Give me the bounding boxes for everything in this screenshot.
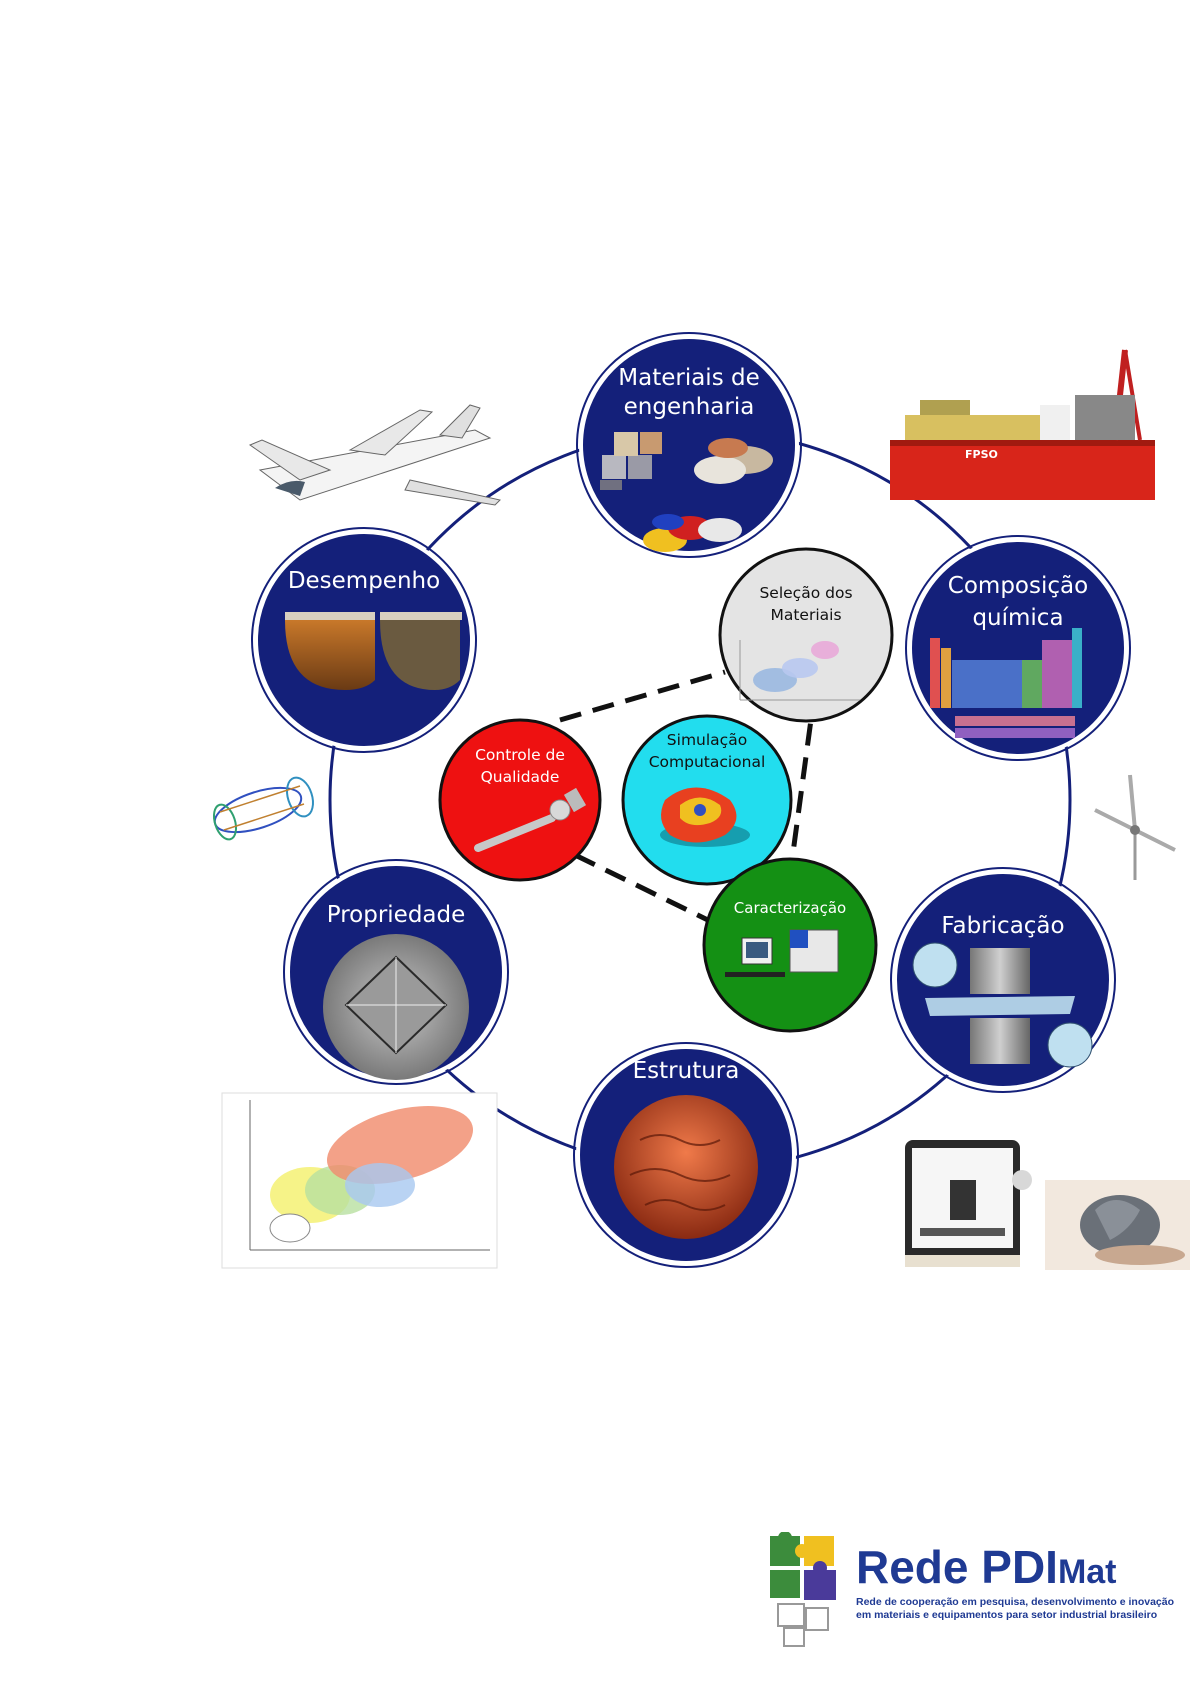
inner-controle-qualidade[interactable]: Controle de Qualidade <box>438 718 602 882</box>
dashed-triangle <box>559 669 818 928</box>
inner-selecao-materiais[interactable]: Seleção dos Materiais <box>718 547 894 723</box>
node-desempenho[interactable]: Desempenho <box>251 527 477 753</box>
business-jet-icon <box>248 404 501 506</box>
node-estrutura-label: Estrutura <box>633 1058 740 1084</box>
metal-cubes-icon <box>600 432 662 490</box>
node-composicao-line1: Composição <box>948 573 1088 599</box>
logo-title: Rede PDIMat <box>856 1540 1117 1594</box>
node-fabricacao[interactable]: Fabricação <box>890 867 1116 1093</box>
inner-controle-line2: Qualidade <box>481 768 560 786</box>
inner-simulacao-line1: Simulação <box>667 731 747 749</box>
wind-turbine-icon <box>1094 774 1176 880</box>
spectrometer-icon <box>725 929 839 977</box>
powder-piles-icon <box>694 438 773 484</box>
logo-tagline: Rede de cooperação em pesquisa, desenvol… <box>856 1596 1174 1622</box>
node-propriedade-label: Propriedade <box>327 902 466 928</box>
ashby-chart-thumbnail-large <box>221 1092 498 1269</box>
carbon-nanotube-icon <box>212 776 314 841</box>
inner-caracterizacao-label: Caracterização <box>734 899 846 917</box>
inner-selecao-line2: Materiais <box>770 606 841 624</box>
logo-title-text: Rede PDI <box>856 1541 1058 1593</box>
node-materiais-line2: engenharia <box>624 394 755 420</box>
printed-impeller-icon <box>1045 1180 1190 1270</box>
fea-model-icon <box>660 787 750 847</box>
inner-caracterizacao[interactable]: Caracterização <box>702 857 878 1033</box>
rede-pdimat-logo: Rede PDIMat Rede de cooperação em pesqui… <box>760 1532 1190 1652</box>
inner-selecao-line1: Seleção dos <box>759 584 852 602</box>
inner-simulacao-line2: Computacional <box>649 753 766 771</box>
inner-simulacao-computacional[interactable]: Simulação Computacional <box>621 714 793 886</box>
corroded-pipe-icon <box>285 612 462 690</box>
fpso-ship-icon: FPSO <box>890 349 1155 500</box>
dendrite-micrograph-icon <box>614 1095 758 1239</box>
node-propriedade[interactable]: Propriedade <box>283 859 509 1085</box>
logo-title-sub: Mat <box>1057 1553 1117 1591</box>
node-composicao-line2: química <box>972 605 1063 631</box>
ashby-chart-thumbnail <box>739 640 860 701</box>
node-desempenho-label: Desempenho <box>288 568 440 594</box>
node-estrutura[interactable]: Estrutura <box>573 1042 799 1268</box>
node-materiais-line1: Materiais de <box>618 365 759 391</box>
hip-implant-icon <box>474 787 587 852</box>
ship-label: FPSO <box>965 448 998 461</box>
logo-tagline-line2: em materiais e equipamentos para setor i… <box>856 1609 1158 1621</box>
node-fabricacao-label: Fabricação <box>941 913 1064 939</box>
3d-printer-icon <box>905 1140 1032 1267</box>
rolling-mill-icon <box>912 942 1093 1068</box>
logo-tagline-line1: Rede de cooperação em pesquisa, desenvol… <box>856 1596 1175 1608</box>
node-composicao-quimica[interactable]: Composição química <box>905 535 1131 761</box>
inner-controle-line1: Controle de <box>475 746 565 764</box>
dendrite-pattern <box>629 1134 731 1211</box>
node-materiais-engenharia[interactable]: Materiais de engenharia <box>576 332 802 558</box>
polymer-pellets-icon <box>643 514 742 552</box>
puzzle-pieces-logo-icon <box>770 1532 836 1647</box>
periodic-table-icon <box>930 628 1082 738</box>
